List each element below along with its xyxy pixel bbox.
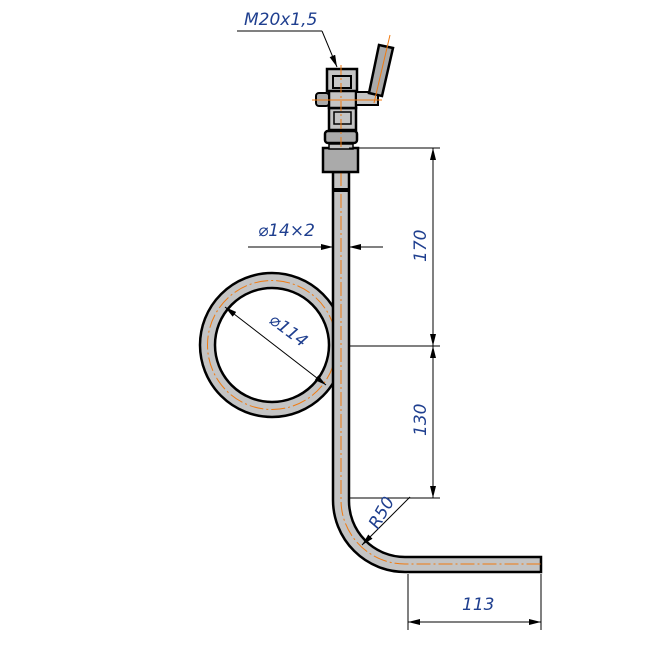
- pipe-size-dimension: ⌀14×2: [248, 221, 383, 250]
- pipe: [331, 150, 543, 574]
- dim-113-label: 113: [462, 595, 494, 615]
- valve-handle: [367, 43, 395, 98]
- dim-170-label: 170: [411, 230, 431, 262]
- thread-callout: M20x1,5: [237, 10, 338, 68]
- pipe-loop: [198, 271, 346, 419]
- valve-fitting: [312, 34, 395, 174]
- dim-130-label: 130: [411, 404, 431, 436]
- horizontal-dimension: 113: [407, 574, 542, 630]
- thread-label: M20x1,5: [244, 10, 317, 30]
- pipe-size-label: ⌀14×2: [258, 221, 315, 241]
- vertical-dimensions: 170 130: [349, 147, 440, 499]
- bend-radius-dimension: R50: [361, 494, 411, 546]
